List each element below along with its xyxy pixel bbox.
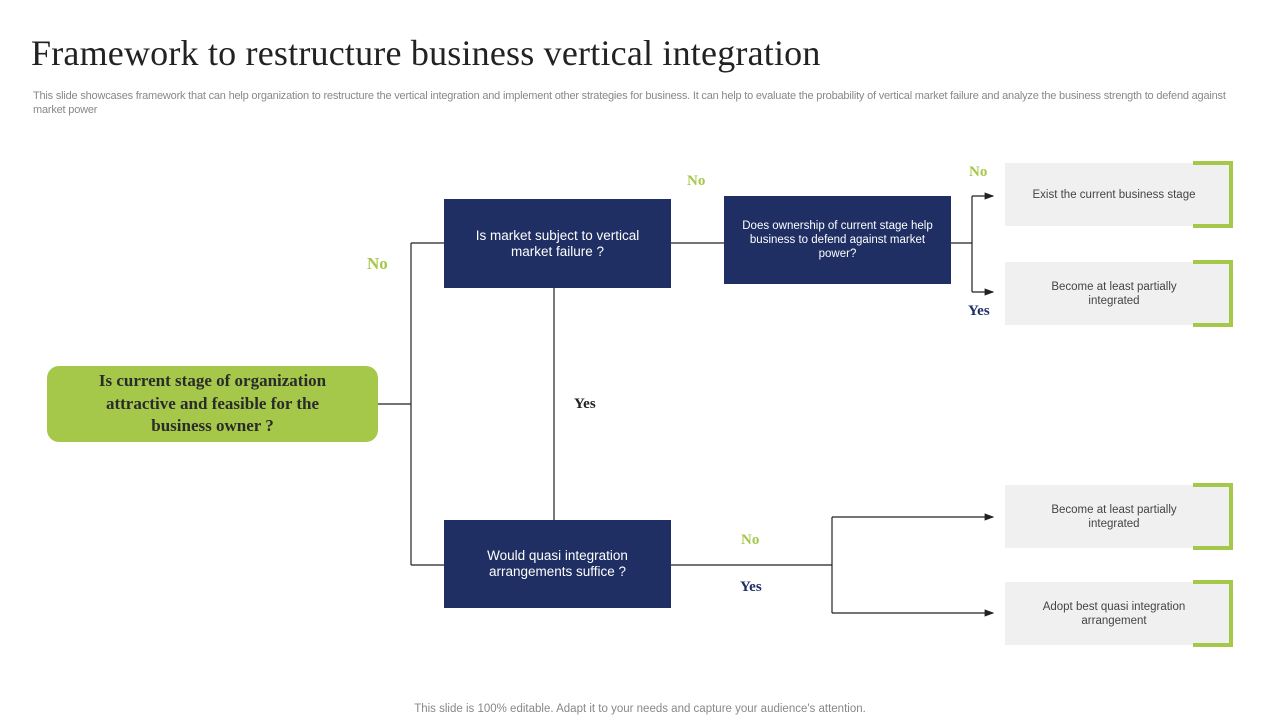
outcome-text: Become at least partially integrated [1051, 280, 1177, 307]
start-question-text: Is current stage of organization attract… [98, 371, 327, 436]
question-node-market-failure: Is market subject to vertical market fai… [444, 199, 671, 288]
outcome-node-partially-integrated-2: Become at least partially integrated [1005, 483, 1233, 550]
outcome-bracket [1193, 580, 1233, 647]
question-text: Is market subject to vertical market fai… [475, 227, 640, 259]
question-node-quasi-integration: Would quasi integration arrangements suf… [444, 520, 671, 608]
slide-title: Framework to restructure business vertic… [31, 33, 821, 73]
outcome-node-exit-stage: Exist the current business stage [1005, 161, 1233, 228]
slide-footer: This slide is 100% editable. Adapt it to… [414, 703, 866, 715]
edge-label-q3-yes: Yes [740, 579, 762, 595]
edge-label-start-no: No [367, 254, 388, 273]
question-text: Would quasi integration arrangements suf… [487, 548, 628, 579]
slide-subtitle: This slide showcases framework that can … [33, 90, 1226, 116]
edge-label-q2-yes: Yes [968, 303, 990, 319]
outcome-text: Become at least partially integrated [1051, 503, 1177, 530]
edge-label-q3-no: No [741, 532, 760, 548]
edge-label-q1-yes: Yes [574, 396, 596, 412]
edge-label-q2-no: No [969, 164, 988, 180]
outcome-bracket [1193, 161, 1233, 228]
question-text: Does ownership of current stage help bus… [742, 220, 933, 260]
start-question-node: Is current stage of organization attract… [47, 366, 378, 442]
edge-label-q1-no: No [687, 173, 706, 189]
outcome-text: Exist the current business stage [1032, 188, 1196, 201]
question-node-ownership-defense: Does ownership of current stage help bus… [724, 196, 951, 284]
outcome-bracket [1193, 260, 1233, 327]
outcome-bracket [1193, 483, 1233, 550]
outcome-text: Adopt best quasi integration arrangement [1042, 600, 1186, 627]
outcome-node-partially-integrated: Become at least partially integrated [1005, 260, 1233, 327]
outcome-node-quasi-arrangement: Adopt best quasi integration arrangement [1005, 580, 1233, 647]
